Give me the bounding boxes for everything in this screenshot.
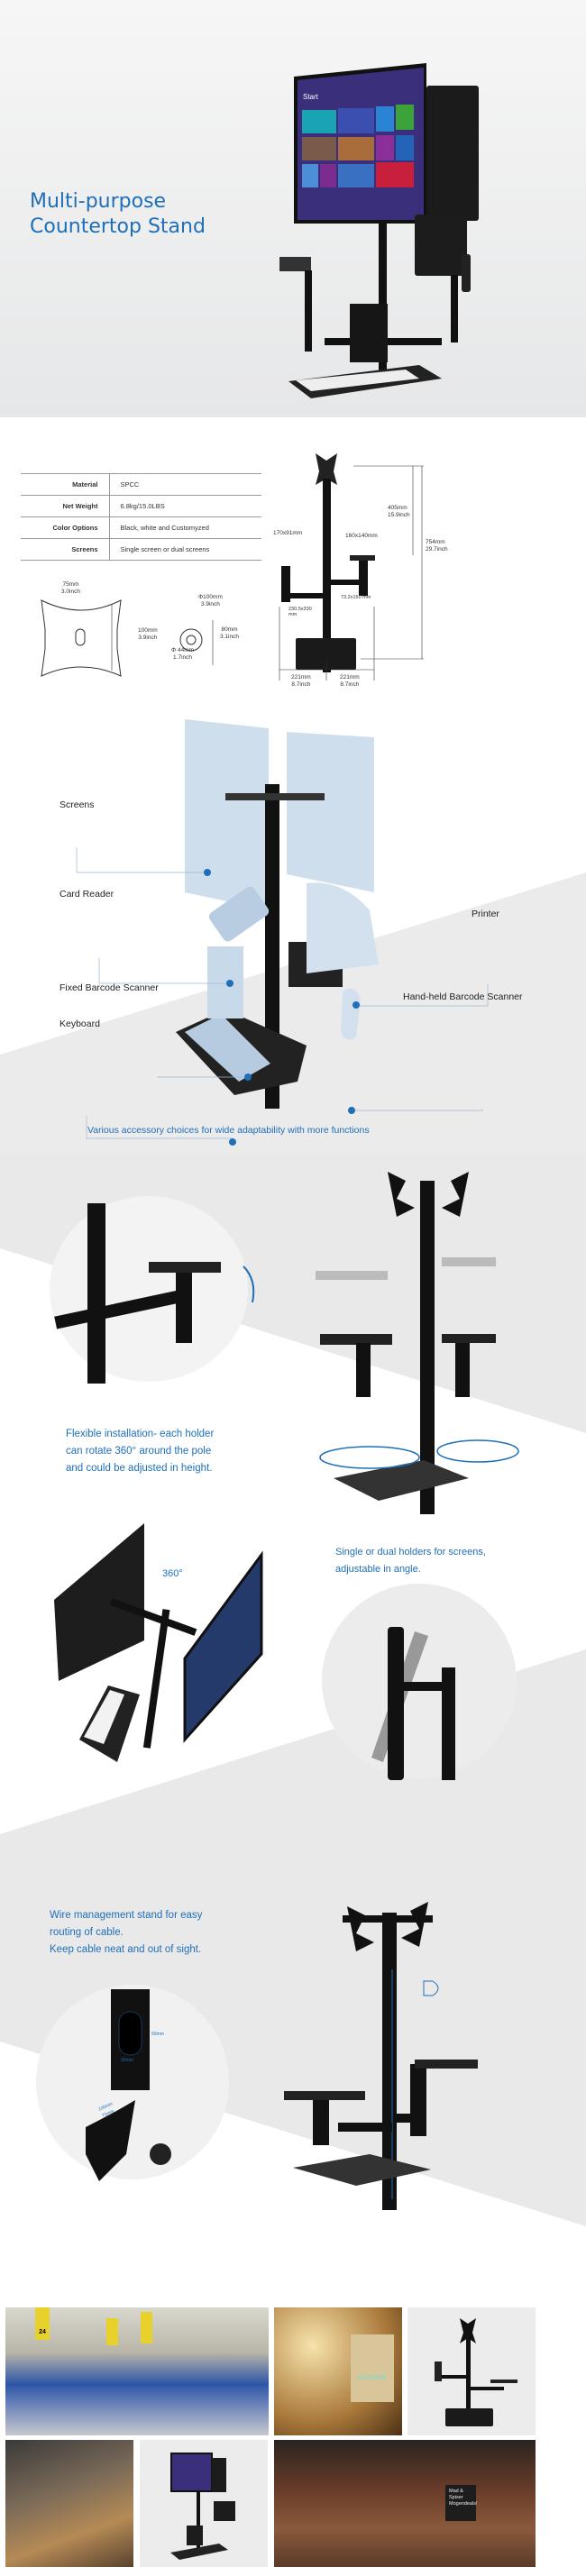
handheld-ghost (341, 988, 361, 1040)
start-label: Start (303, 93, 319, 101)
keyboard (296, 370, 419, 391)
label-screens: Screens (60, 799, 95, 810)
stand-pole (265, 784, 279, 1109)
screen-holders-caption: Single or dual holders for screens,adjus… (335, 1547, 486, 1575)
photo-restaurant: Mad & Spiser Mogendeals! (274, 2440, 536, 2567)
round-plate-drawing (179, 620, 214, 665)
accessories-illustration (0, 719, 586, 1154)
photo-stand-with-screen (140, 2440, 268, 2567)
cashier-sign-text: CASHIER (351, 2334, 394, 2402)
rear-monitor (426, 86, 479, 221)
label-handheld-barcode-scanner: Hand-held Barcode Scanner (403, 991, 523, 1002)
screen-holders-section: 360° Single or dual holders for screens,… (0, 1523, 586, 1884)
scanner-box (350, 304, 388, 362)
fixed-scanner-ghost (207, 946, 243, 1019)
base-dim: 230.5x330 mm (288, 607, 312, 617)
screen-holders-illustration (0, 1523, 586, 1884)
wire-management-illustration: 50mm 30mm 100mm 75mm (0, 1884, 586, 2262)
start-tiles (302, 105, 414, 187)
photo-supermarket-checkout: 24 (5, 2307, 269, 2435)
right-tray-dim: 160x140mm (345, 533, 378, 539)
photo-cashier-sign: CASHIER (274, 2307, 402, 2435)
label-keyboard: Keyboard (60, 1019, 100, 1029)
detail-circle (322, 1584, 517, 1778)
label-printer: Printer (472, 909, 499, 919)
product-stand-image: Start (279, 63, 479, 398)
label-card-reader: Card Reader (60, 889, 114, 900)
flexible-illustration (0, 1154, 586, 1523)
card-reader-ghost (208, 886, 270, 942)
card-reader (279, 257, 311, 271)
application-photos-section: 24 CASHIER Mad & Spiser Mogendeals! (0, 2262, 586, 2576)
hole-width-dim: 30mm (121, 2058, 133, 2063)
chalkboard-text: Mad & Spiser Mogendeals! (445, 2485, 478, 2521)
photo-stand-product (407, 2307, 536, 2435)
tablet-front (183, 1550, 263, 1743)
rotation-label: 360° (162, 1568, 183, 1579)
vesa-75-dim: 75mm (101, 2108, 114, 2118)
wire-management-section: 50mm 30mm 100mm 75mm Wire management sta… (0, 1884, 586, 2262)
screen-ghost-left (185, 719, 269, 910)
accessories-section: Screens Card Reader Fixed Barcode Scanne… (0, 703, 586, 1154)
detail-circle (50, 1196, 248, 1382)
printer (415, 215, 467, 276)
vesa-plate-drawing (41, 599, 122, 677)
photo-cafe-counter (5, 2440, 133, 2567)
left-holder-dim: 170x91mm (273, 530, 303, 536)
dimension-stand-drawing (279, 453, 424, 681)
printer-ghost (307, 882, 379, 973)
keyboard-ghost (185, 1014, 270, 1082)
accessories-caption: Various accessory choices for wide adapt… (87, 1125, 370, 1136)
screen-ghost-right (287, 732, 374, 892)
label-fixed-barcode-scanner: Fixed Barcode Scanner (60, 982, 159, 993)
monitor-back (54, 1523, 144, 1681)
aisle-sign: 24 (35, 2307, 50, 2340)
small-tray-dim: 73.2x150 mm (341, 595, 371, 600)
handheld-scanner (462, 254, 471, 292)
hole-height-dim: 50mm (151, 2032, 164, 2037)
keyboard (84, 1690, 124, 1744)
